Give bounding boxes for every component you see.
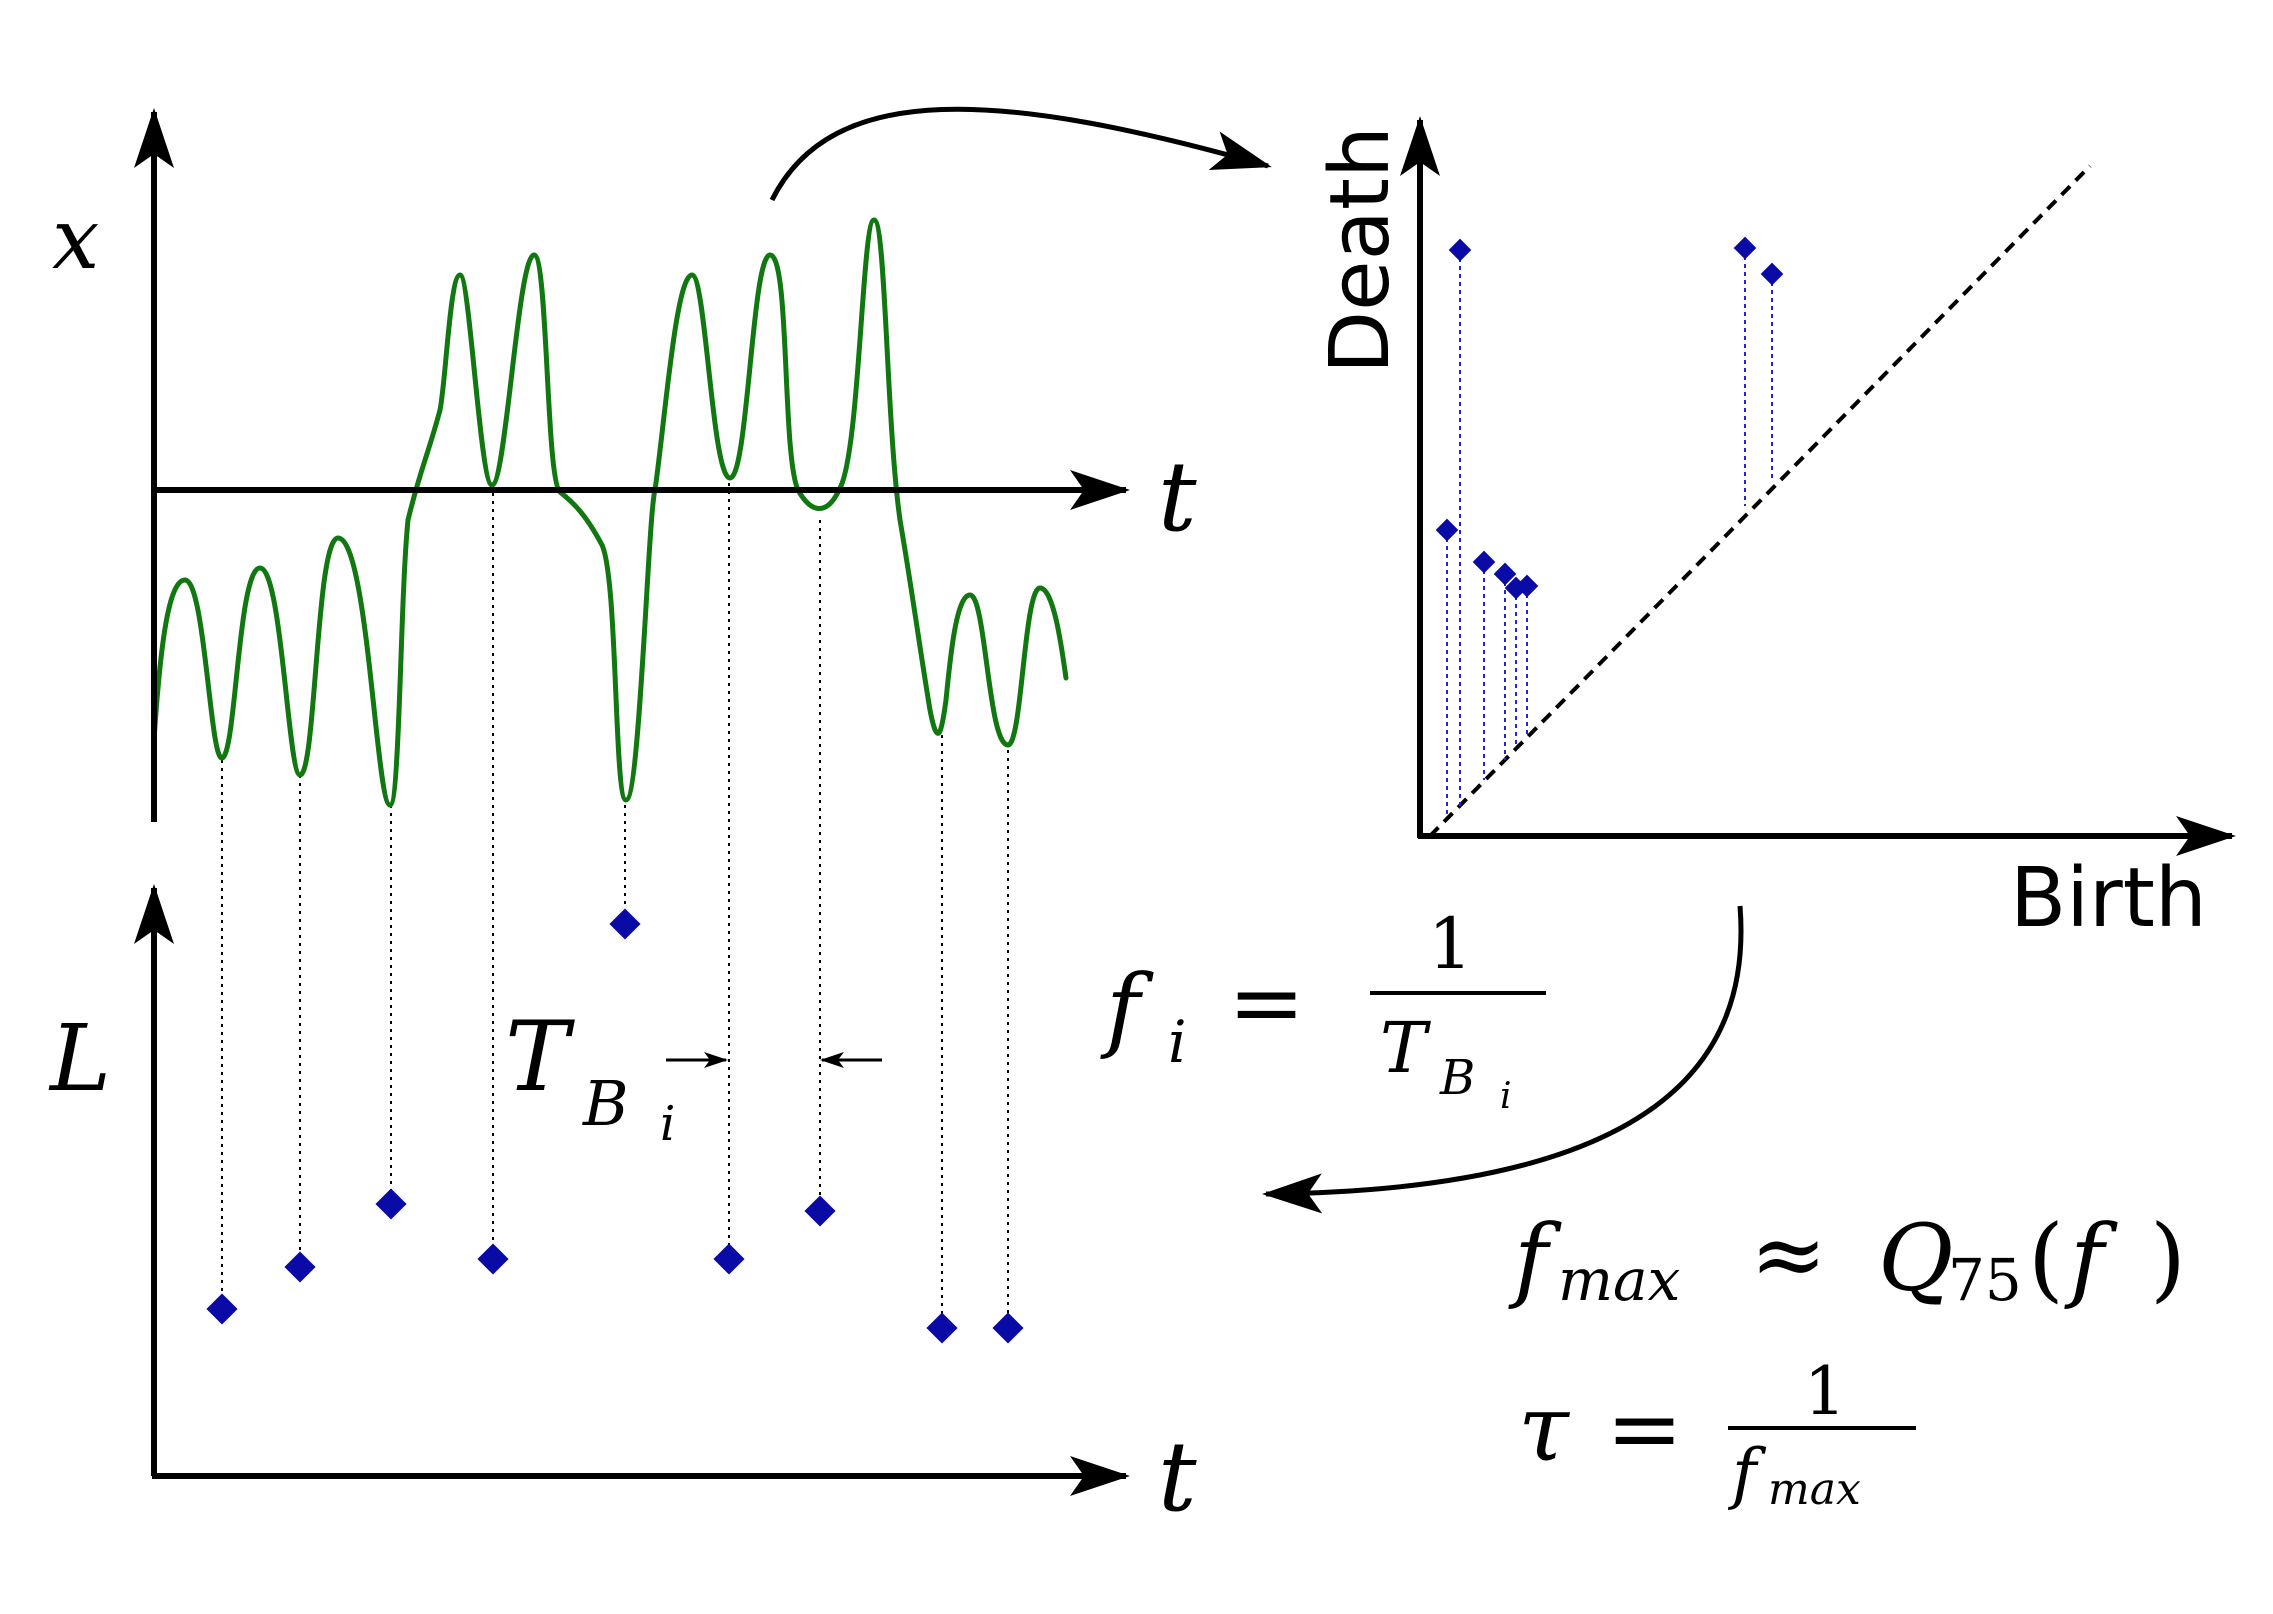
diamond-marker-icon — [1448, 238, 1472, 262]
formula-fmax: f max ≈ Q 75 ( f ) — [1508, 1201, 2186, 1314]
diamond-marker-icon — [1472, 550, 1496, 574]
diamond-marker-icon — [1493, 562, 1517, 586]
diamond-marker-icon — [1435, 518, 1459, 542]
period-label-base: T — [505, 1001, 575, 1113]
arrow-signal-to-diagram — [769, 106, 1272, 202]
diamond-marker-icon — [375, 1188, 407, 1220]
diamond-marker-icon — [609, 908, 641, 940]
bottom-y-axis-label: L — [48, 1005, 111, 1112]
tau-den-base: f — [1727, 1435, 1767, 1512]
signal-curve — [151, 217, 1069, 808]
tau-lhs: τ — [1518, 1375, 1571, 1482]
period-label: T B i — [505, 1001, 675, 1152]
diamond-marker-icon — [1733, 236, 1757, 260]
bottom-x-axis-label: t — [1158, 1421, 1197, 1533]
marker-plot: L t T B i — [48, 884, 1197, 1533]
birth-axis-label: Birth — [2010, 851, 2207, 946]
fmax-approx: ≈ — [1750, 1201, 1827, 1308]
fmax-open-paren: ( — [2028, 1205, 2064, 1312]
period-label-subsub: i — [660, 1096, 675, 1152]
freq-den-base: T — [1380, 1007, 1431, 1089]
tau-eq: = — [1606, 1375, 1683, 1482]
fmax-close-paren: ) — [2150, 1205, 2186, 1312]
arrow-diagram-to-formula — [1262, 905, 1744, 1214]
fmax-arg: f — [2064, 1205, 2118, 1312]
persistence-stems — [1446, 248, 1773, 818]
formula-frequency: f i = 1 T B i — [1100, 903, 1546, 1117]
freq-lhs-sub: i — [1168, 1008, 1187, 1076]
freq-den-sub: B — [1439, 1050, 1475, 1106]
diamond-marker-icon — [926, 1312, 958, 1344]
top-x-axis-label: t — [1158, 441, 1197, 553]
diamond-marker-icon — [206, 1293, 238, 1325]
freq-lhs-base: f — [1100, 955, 1154, 1062]
diamond-marker-icon — [804, 1195, 836, 1227]
minima-guides — [221, 483, 1009, 1328]
freq-eq: = — [1228, 949, 1305, 1056]
tau-den-sub: max — [1768, 1464, 1861, 1515]
period-label-sub: B — [582, 1067, 629, 1140]
fmax-q: Q — [1878, 1205, 1953, 1312]
diamond-marker-icon — [1760, 262, 1784, 286]
top-y-axis-label: x — [52, 190, 99, 288]
tau-num: 1 — [1804, 1353, 1846, 1430]
signal-plot: x t — [52, 108, 1197, 1328]
diamond-marker-icon — [713, 1243, 745, 1275]
death-axis-label: Death — [1313, 126, 1408, 374]
diamond-marker-icon — [284, 1251, 316, 1283]
diamond-marker-icon — [992, 1312, 1024, 1344]
formula-tau: τ = 1 f max — [1518, 1353, 1916, 1515]
fmax-lhs-base: f — [1508, 1205, 1562, 1312]
persistence-diagram: Death Birth — [1313, 116, 2236, 946]
freq-num: 1 — [1428, 903, 1473, 985]
period-markers — [206, 908, 1024, 1344]
fmax-q-sub: 75 — [1948, 1246, 2022, 1314]
diagonal-line — [1428, 164, 2092, 838]
fmax-lhs-sub: max — [1558, 1246, 1680, 1314]
persistence-points — [1435, 236, 1784, 600]
diamond-marker-icon — [477, 1243, 509, 1275]
freq-den-subsub: i — [1500, 1076, 1512, 1117]
diamond-marker-icon — [1515, 574, 1539, 598]
